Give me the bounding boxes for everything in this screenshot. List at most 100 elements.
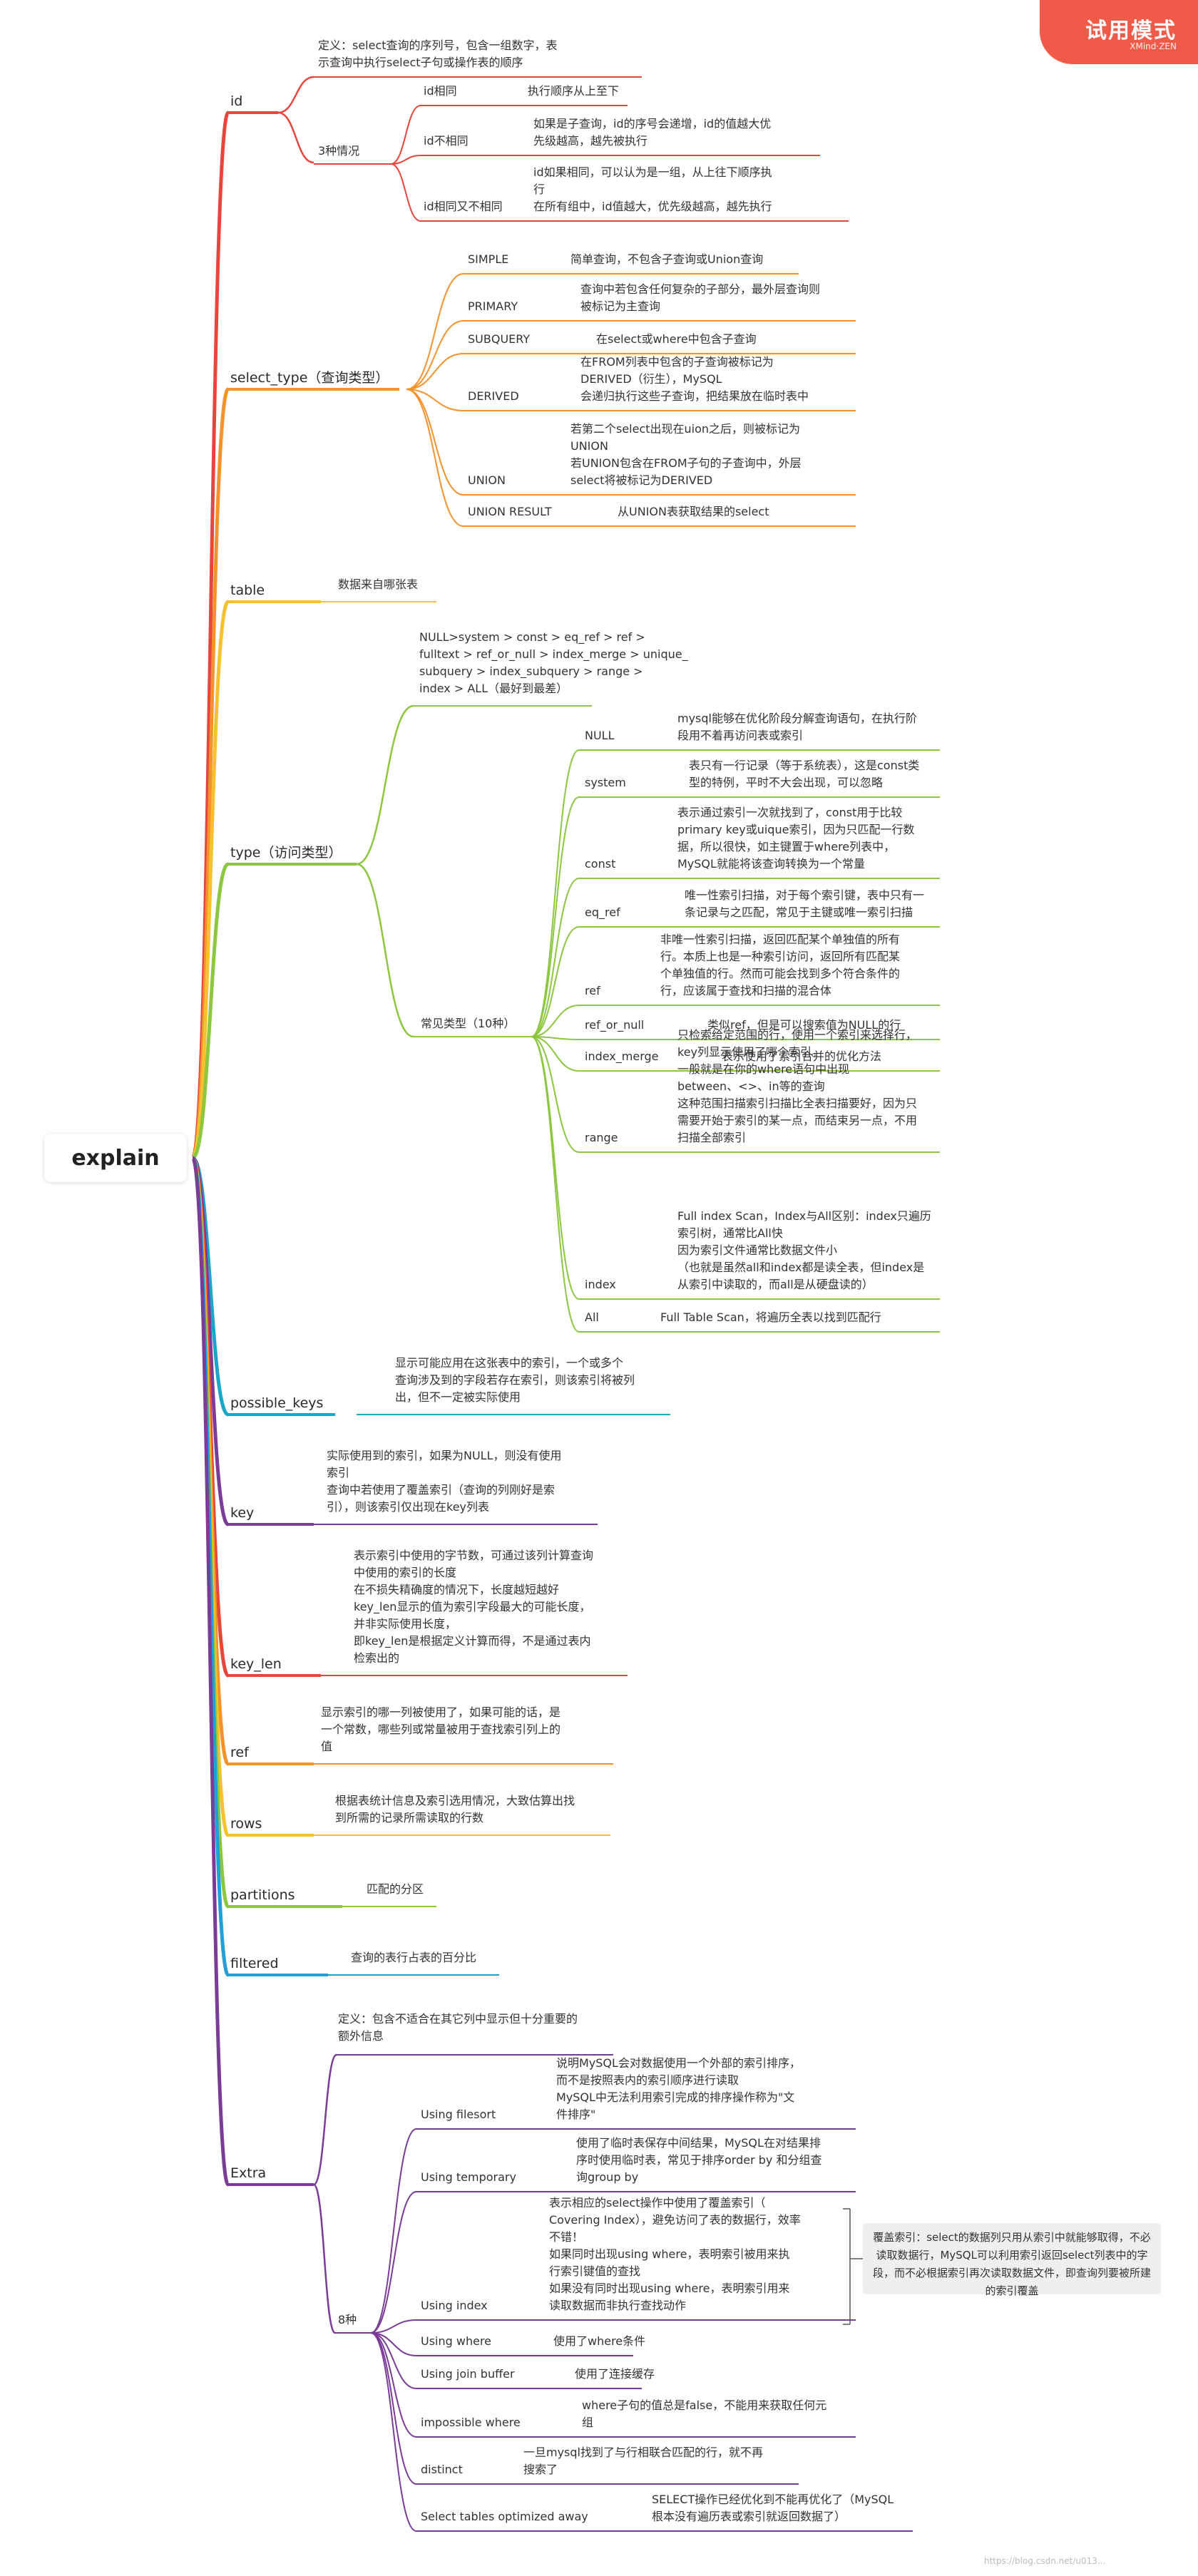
extra-using-temporary[interactable]: Using temporary [421,2170,516,2184]
type-index-merge[interactable]: index_merge [585,1050,659,1063]
extra-impossible-where[interactable]: impossible where [421,2416,521,2429]
id-definition-line: 示查询中执行select子句或操作表的顺序 [318,56,523,69]
type-desc-7-line: 需要开始于索引的某一点，而结束另一点，不用 [677,1114,918,1127]
select-type-union-result[interactable]: UNION RESULT [468,505,552,518]
select-type-desc-3-line: DERIVED（衍生），MySQL [580,372,722,386]
table-description-line: 数据来自哪张表 [338,578,419,591]
type-ref-or-null[interactable]: ref_or_null [585,1018,645,1032]
covering-index-callout[interactable]: 覆盖索引：select的数据列只用从索引中就能够取得，不必读取数据行，MySQL… [863,2223,1161,2297]
trial-mode-title: 试用模式 [1085,19,1177,43]
type-desc-7-line: 一般就是在你的where语句中出现 [677,1062,850,1076]
select-type-desc-0-line: 简单查询，不包含子查询或Union查询 [570,252,764,266]
type-const[interactable]: const [585,857,616,871]
id-cases-label[interactable]: 3种情况 [318,144,360,158]
id-case-mixed-description-line: 行 [533,183,546,196]
branch-extra[interactable]: Extra [230,2165,267,2181]
type-ref[interactable]: ref [585,984,600,997]
type-order-line: subquery > index_subquery > range > [419,664,643,678]
extra-using-where[interactable]: Using where [421,2334,492,2348]
key-len-description-line: key_len显示的值为索引字段最大的可能长度， [354,1600,591,1613]
key-len-description-line: 中使用的索引的长度 [354,1566,457,1579]
extra-distinct[interactable]: distinct [421,2463,463,2476]
connector-curve [406,389,464,527]
select-type-desc-1-line: 查询中若包含任何复杂的子部分，最外层查询则 [580,282,821,296]
branch-connector-type [190,862,230,1160]
type-desc-4-line: 非唯一性索引扫描，返回匹配某个单独值的所有 [660,933,901,946]
branch-key[interactable]: key [230,1505,255,1521]
connector-curve [406,353,464,390]
branch-key_len[interactable]: key_len [230,1656,282,1672]
extra-select-tables-optimized-away[interactable]: Select tables optimized away [421,2510,588,2523]
type-eq-ref[interactable]: eq_ref [585,905,620,919]
select-type-desc-3-line: 在FROM列表中包含的子查询被标记为 [580,355,774,369]
type-index[interactable]: index [585,1278,616,1291]
type-common-label[interactable]: 常见类型（10种） [421,1017,516,1030]
connector-curve [370,2191,417,2334]
type-desc-1-line: 型的特例，平时不大会出现，可以忽略 [689,776,884,789]
select-type-union[interactable]: UNION [468,473,506,487]
branch-rows[interactable]: rows [230,1816,262,1832]
extra-using-index[interactable]: Using index [421,2299,488,2312]
id-case-diff[interactable]: id不相同 [424,134,469,148]
type-desc-8-line: Full index Scan，Index与All区别：index只遍历 [677,1209,931,1223]
connector-curve [531,1005,580,1037]
extra-using-filesort[interactable]: Using filesort [421,2108,496,2121]
extra-desc-6-line: 搜索了 [523,2463,558,2476]
select-type-desc-4-line: select将被标记为DERIVED [570,473,713,487]
extra-desc-7-line: SELECT操作已经优化到不能再优化了（MySQL [652,2493,894,2506]
possible-keys-description-line: 显示可能应用在这张表中的索引，一个或多个 [395,1356,624,1370]
select-type-primary[interactable]: PRIMARY [468,299,518,313]
connector-curve [531,1036,580,1153]
connector-curve [390,105,421,165]
type-null[interactable]: NULL [585,729,615,742]
type-system[interactable]: system [585,776,626,789]
connector-curve [312,2053,338,2186]
rows-description-line: 到所需的记录所需读取的行数 [335,1811,484,1825]
branch-partitions[interactable]: partitions [230,1887,295,1903]
type-desc-8-line: 索引树，通常比All快 [677,1226,783,1240]
branch-connector-extra [190,1156,230,2187]
filtered-description-line: 查询的表行占表的百分比 [351,1951,477,1964]
rows-description-line: 根据表统计信息及索引选用情况，大致估算出找 [335,1794,575,1807]
select-type-desc-5-line: 从UNION表获取结果的select [618,505,769,518]
type-desc-7-line: 只检索给定范围的行，使用一个索引来选择行， [677,1028,918,1042]
type-desc-9-line: Full Table Scan，将遍历全表以找到匹配行 [660,1310,881,1324]
branch-id[interactable]: id [230,93,243,109]
watermark: https://blog.csdn.net/u013... [984,2556,1106,2566]
type-desc-2-line: primary key或uique索引，因为只匹配一行数 [677,823,915,836]
select-type-derived[interactable]: DERIVED [468,389,519,403]
extra-using-join-buffer[interactable]: Using join buffer [421,2367,515,2381]
type-range[interactable]: range [585,1131,618,1144]
type-desc-4-line: 个单独值的行。然而可能会找到多个符合条件的 [660,967,901,980]
type-order-line: fulltext > ref_or_null > index_merge > u… [419,647,688,661]
id-case-mixed[interactable]: id相同又不相同 [424,200,503,213]
connector-curve [312,2183,337,2334]
connector-curve [370,2332,417,2438]
extra-desc-1-line: 询group by [576,2170,639,2184]
type-desc-4-line: 行。本质上也是一种索引访问，返回所有匹配某 [660,950,901,963]
extra-desc-0-line: 件排序" [556,2108,596,2121]
connector-curve [406,320,464,390]
select-type-simple[interactable]: SIMPLE [468,252,509,266]
connector-curve [370,2319,417,2334]
id-case-same[interactable]: id相同 [424,84,457,98]
extra-desc-5-line: where子句的值总是false，不能用来获取任何元 [582,2398,827,2412]
type-desc-0-line: 段用不着再访问表或索引 [677,729,804,742]
branch-table[interactable]: table [230,583,265,598]
type-desc-7-line: between、<>、in等的查询 [677,1079,825,1093]
branch-type[interactable]: type（访问类型） [230,845,342,861]
type-all[interactable]: All [585,1310,599,1324]
extra-cases-label[interactable]: 8种 [338,2313,357,2326]
select-type-desc-1-line: 被标记为主查询 [580,299,661,313]
type-desc-7-line: key列显示使用了哪个索引。 [677,1045,824,1059]
select-type-desc-3-line: 会递归执行这些子查询，把结果放在临时表中 [580,389,809,403]
branch-ref[interactable]: ref [230,1745,249,1760]
extra-desc-2-line: Covering Index），避免访问了表的数据行，效率 [549,2213,801,2227]
branch-possible_keys[interactable]: possible_keys [230,1395,324,1411]
connector-curve [531,796,580,1037]
trial-mode-badge[interactable]: 试用模式 XMind·ZEN [1040,0,1198,64]
select-type-subquery[interactable]: SUBQUERY [468,332,531,346]
branch-select_type[interactable]: select_type（查询类型） [230,370,389,386]
root-topic-explain[interactable]: explain [44,1134,187,1182]
branch-filtered[interactable]: filtered [230,1956,279,1971]
